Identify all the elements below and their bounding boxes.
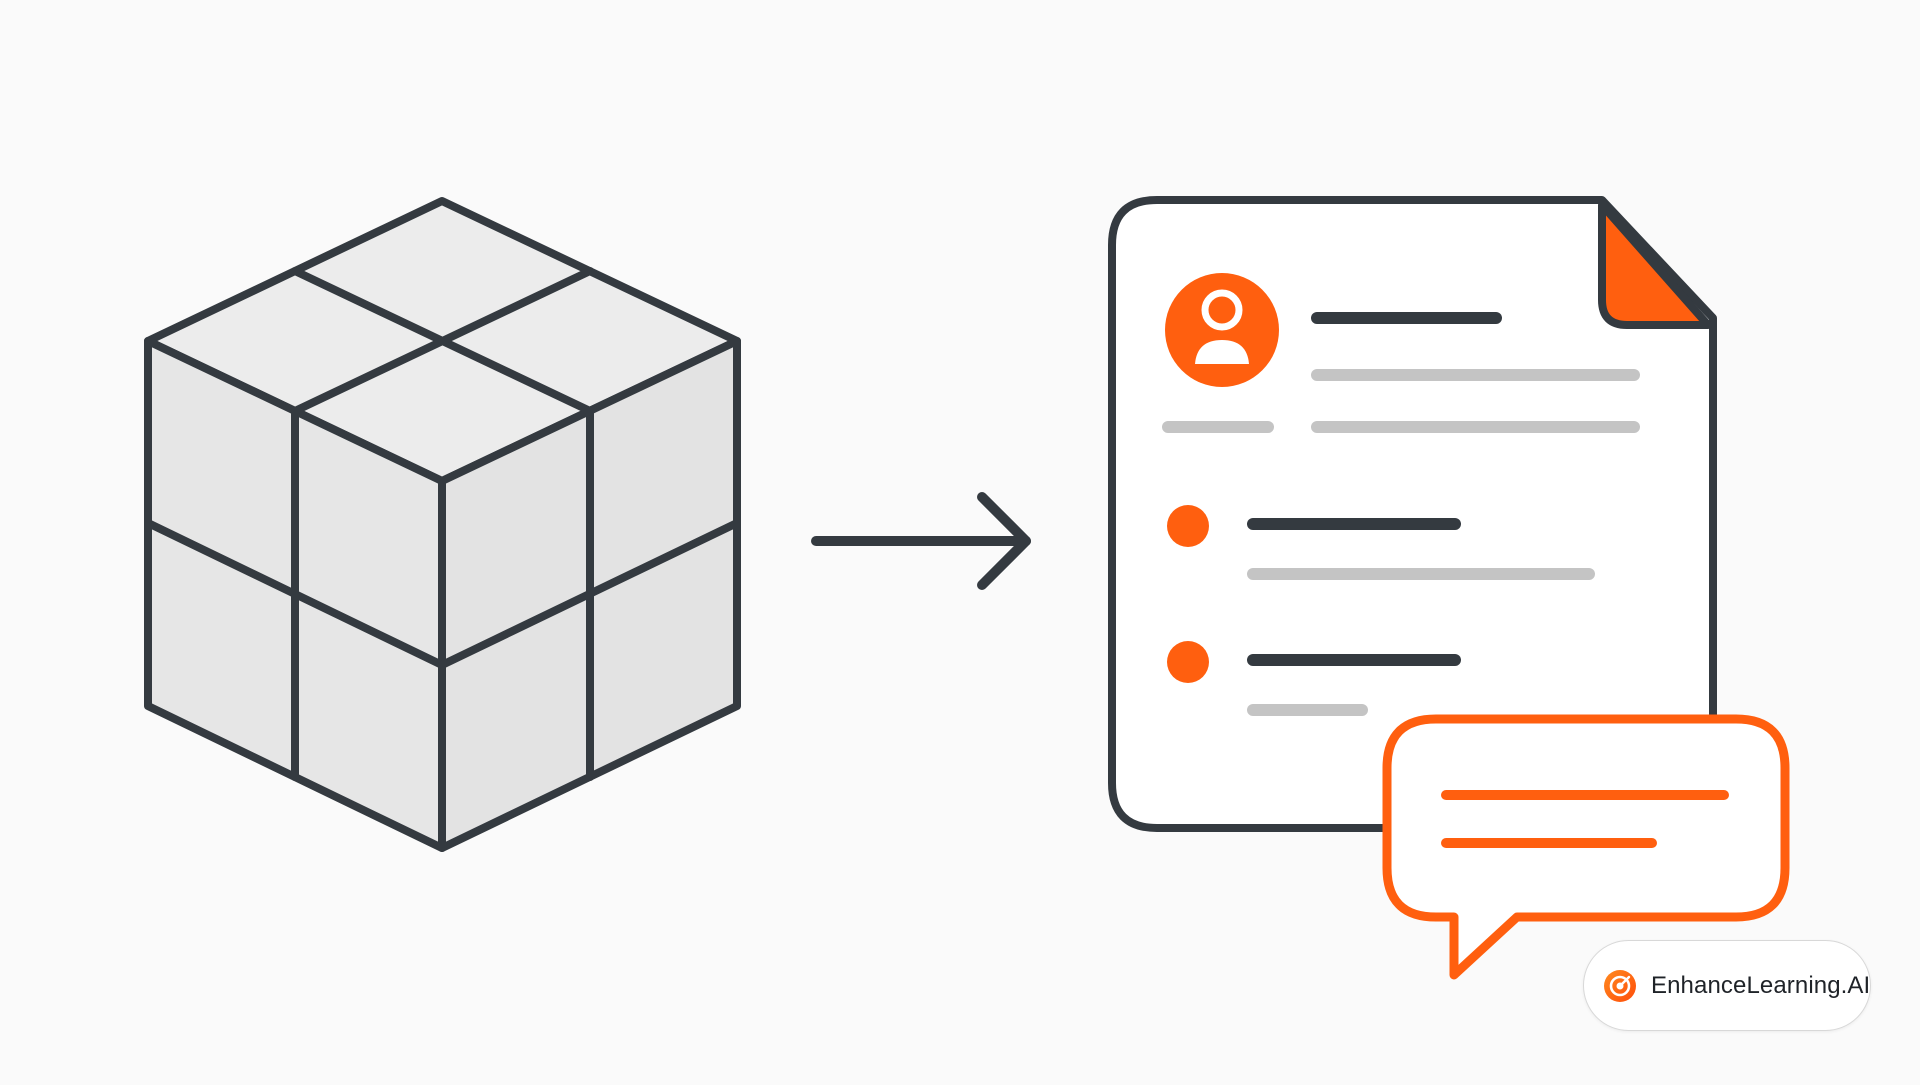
profile-document-icon: [1108, 196, 1717, 832]
bullet-dot-icon: [1167, 505, 1209, 547]
brand-name: EnhanceLearning.AI: [1651, 971, 1871, 999]
folded-corner-icon: [1598, 201, 1712, 329]
bullet-dot-icon: [1167, 641, 1209, 683]
target-logo-icon: [1604, 969, 1636, 1002]
isometric-cube-icon: [144, 197, 741, 852]
list-item: [1167, 641, 1461, 716]
right-arrow-icon: [811, 492, 1031, 590]
speech-bubble-icon: [1382, 714, 1790, 980]
brand-badge[interactable]: EnhanceLearning.AI: [1583, 940, 1871, 1031]
avatar-icon: [1165, 273, 1279, 387]
list-item: [1167, 505, 1595, 580]
